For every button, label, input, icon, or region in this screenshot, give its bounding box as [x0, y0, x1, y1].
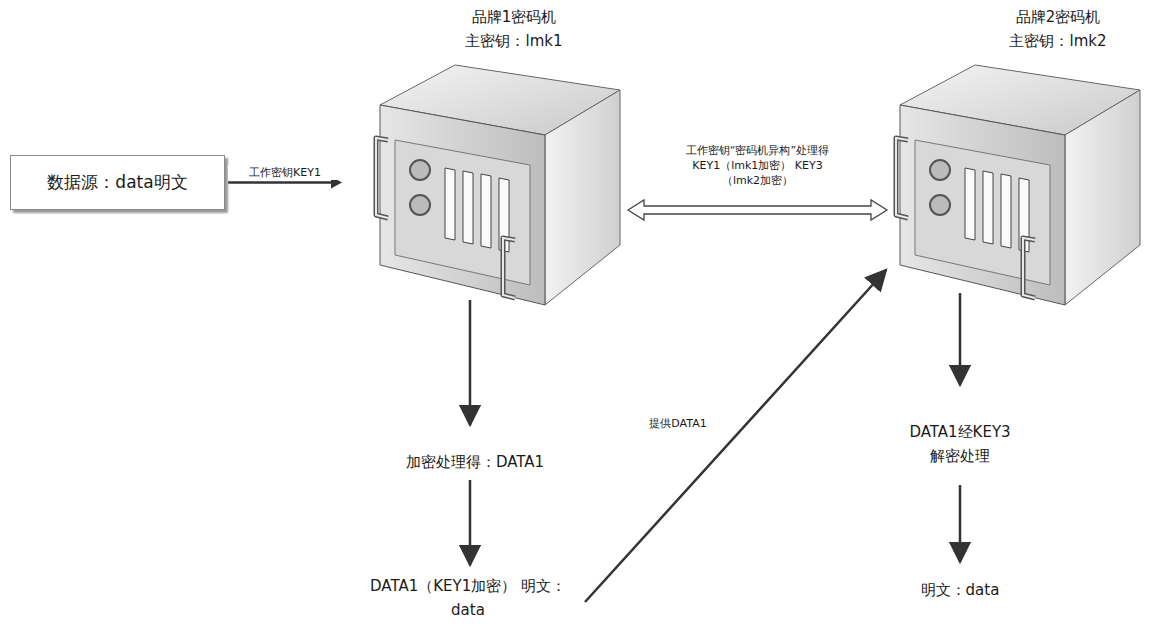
master-key-text: 主密钥：lmk2	[890, 29, 1168, 53]
data-label: 加密处理得：DATA1	[365, 450, 585, 474]
flow-label: 提供DATA1	[628, 416, 728, 432]
data-label: DATA1（KEY1加密） 明文：data	[368, 574, 568, 622]
data-label: DATA1经KEY3 解密处理	[880, 420, 1040, 468]
connector-arrow	[628, 200, 887, 220]
edge-label: 工作密钥“密码机异构”处理得 KEY1（lmk1加密） KEY3（lmk2加密）	[671, 143, 845, 188]
source-box: 数据源：data明文	[10, 155, 225, 210]
hsm-server: 品牌2密码机主密钥：lmk2	[890, 5, 1168, 310]
device-title: 品牌2密码机	[890, 5, 1168, 29]
hsm-server: 品牌1密码机主密钥：lmk1	[345, 5, 625, 310]
device-title: 品牌1密码机	[345, 5, 625, 29]
edge-label: 工作密钥KEY1	[228, 165, 342, 180]
node-text: 数据源：data明文	[47, 171, 187, 194]
data-label: 明文：data	[880, 578, 1040, 602]
master-key-text: 主密钥：lmk1	[345, 29, 625, 53]
